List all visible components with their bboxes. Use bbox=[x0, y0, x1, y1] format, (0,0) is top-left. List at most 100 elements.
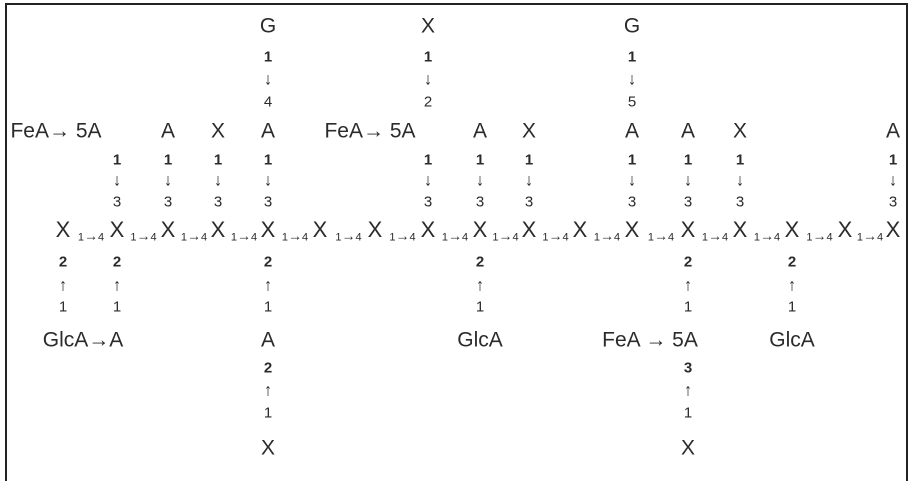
backbone-linkage: 1→4 bbox=[753, 227, 781, 244]
top-substituent-sugar: X bbox=[732, 119, 748, 143]
linkage-number: 2 bbox=[58, 253, 68, 271]
linkage-number: 3 bbox=[683, 359, 693, 377]
linkage-number: 3 bbox=[423, 193, 433, 211]
backbone-residue: X bbox=[680, 217, 696, 242]
backbone-residue: X bbox=[160, 217, 176, 242]
top-substituent-sugar: A bbox=[885, 119, 901, 143]
bottom-substituent-sugar: GlcA bbox=[457, 328, 503, 352]
backbone-residue: X bbox=[420, 217, 436, 242]
linkage-number: 3 bbox=[213, 193, 223, 211]
backbone-linkage: 1→4 bbox=[180, 227, 208, 244]
linkage-number: 3 bbox=[112, 193, 122, 211]
backbone-residue: X bbox=[312, 217, 328, 242]
linkage-number: 3 bbox=[627, 193, 637, 211]
top-substituent-sugar: X bbox=[521, 119, 537, 143]
linkage-number: 1 bbox=[263, 151, 273, 169]
linkage-number: 2 bbox=[423, 93, 433, 111]
linkage-number: 1 bbox=[263, 404, 273, 422]
linkage-number: 1 bbox=[263, 298, 273, 316]
bottom-substituent-sugar: FeA → 5A bbox=[602, 328, 698, 352]
linkage-number: 2 bbox=[475, 253, 485, 271]
linkage-number: 3 bbox=[163, 193, 173, 211]
backbone-linkage: 1→4 bbox=[542, 227, 569, 244]
backbone-residue: X bbox=[521, 217, 537, 242]
linkage-number: 2 bbox=[787, 253, 797, 271]
bottom-substituent-sugar: GlcA→A bbox=[42, 328, 124, 352]
linkage-number: 1 bbox=[163, 151, 173, 169]
linkage-number: 1 bbox=[423, 48, 433, 66]
backbone-residue: X bbox=[784, 217, 800, 242]
backbone-linkage: 1→4 bbox=[441, 227, 469, 244]
backbone-linkage: 1→4 bbox=[230, 227, 258, 244]
linkage-number: 4 bbox=[263, 93, 273, 111]
backbone-linkage: 1→4 bbox=[806, 227, 833, 244]
linkage-number: 3 bbox=[475, 193, 485, 211]
top-substituent-sugar: A bbox=[260, 119, 276, 143]
backbone-linkage: 1→4 bbox=[281, 227, 309, 244]
backbone-linkage: 1→4 bbox=[856, 227, 884, 244]
backbone-linkage: 1→4 bbox=[647, 227, 675, 244]
bond-arrow-down: ↓ bbox=[423, 170, 433, 190]
linkage-number: 1 bbox=[423, 151, 433, 169]
backbone-residue: X bbox=[837, 217, 853, 242]
linkage-number: 1 bbox=[475, 151, 485, 169]
bond-arrow-up: ↑ bbox=[475, 275, 485, 295]
top-substituent-sugar: A bbox=[472, 119, 488, 143]
linkage-number: 1 bbox=[475, 298, 485, 316]
diagram-frame bbox=[5, 3, 908, 481]
linkage-number: 1 bbox=[683, 298, 693, 316]
linkage-number: 2 bbox=[263, 253, 273, 271]
linkage-number: 1 bbox=[58, 298, 68, 316]
bond-arrow-down: ↓ bbox=[112, 170, 122, 190]
bottom-substituent-sugar: GlcA bbox=[769, 328, 815, 352]
backbone-linkage: 1→4 bbox=[492, 227, 519, 244]
linkage-number: 1 bbox=[735, 151, 745, 169]
linkage-number: 1 bbox=[627, 48, 637, 66]
bond-arrow-up: ↑ bbox=[787, 275, 797, 295]
backbone-linkage: 1→4 bbox=[593, 227, 621, 244]
linkage-number: 1 bbox=[888, 151, 898, 169]
backbone-linkage: 1→4 bbox=[701, 227, 729, 244]
backbone-linkage: 1→4 bbox=[130, 227, 157, 244]
top-substituent-sugar: X bbox=[210, 119, 226, 143]
linkage-number: 1 bbox=[213, 151, 223, 169]
backbone-residue: X bbox=[260, 217, 276, 242]
bond-arrow-up: ↑ bbox=[683, 275, 693, 295]
bond-arrow-up: ↑ bbox=[683, 380, 693, 400]
backbone-residue: X bbox=[572, 217, 588, 242]
bond-arrow-down: ↓ bbox=[524, 170, 534, 190]
backbone-linkage: 1→4 bbox=[389, 227, 416, 244]
linkage-number: 2 bbox=[683, 253, 693, 271]
linkage-number: 3 bbox=[888, 193, 898, 211]
bond-arrow-up: ↑ bbox=[263, 380, 273, 400]
top-substituent-sugar: A bbox=[680, 119, 696, 143]
linkage-number: 5 bbox=[627, 93, 637, 111]
bond-arrow-down: ↓ bbox=[888, 170, 898, 190]
linkage-number: 3 bbox=[524, 193, 534, 211]
bond-arrow-down: ↓ bbox=[735, 170, 745, 190]
backbone-residue: X bbox=[367, 217, 383, 242]
bond-arrow-down: ↓ bbox=[263, 170, 273, 190]
bond-arrow-down: ↓ bbox=[163, 170, 173, 190]
linkage-number: 3 bbox=[735, 193, 745, 211]
backbone-residue: X bbox=[109, 217, 125, 242]
bottom-extension-sugar: X bbox=[680, 436, 696, 460]
linkage-number: 2 bbox=[112, 253, 122, 271]
linkage-number: 1 bbox=[112, 298, 122, 316]
linkage-number: 1 bbox=[627, 151, 637, 169]
bottom-substituent-sugar: A bbox=[260, 328, 276, 352]
backbone-linkage: 1→4 bbox=[77, 227, 105, 244]
top-extension-sugar: X bbox=[420, 14, 436, 38]
bond-arrow-up: ↑ bbox=[58, 275, 68, 295]
top-substituent-sugar: A bbox=[624, 119, 640, 143]
linkage-number: 1 bbox=[683, 151, 693, 169]
top-extension-sugar: G bbox=[259, 14, 277, 38]
backbone-residue: X bbox=[624, 217, 640, 242]
linkage-number: 3 bbox=[263, 193, 273, 211]
top-substituent-sugar: FeA→ 5A bbox=[10, 119, 102, 143]
linkage-number: 1 bbox=[524, 151, 534, 169]
bond-arrow-down: ↓ bbox=[213, 170, 223, 190]
backbone-linkage: 1→4 bbox=[335, 227, 362, 244]
linkage-number: 1 bbox=[787, 298, 797, 316]
bond-arrow-down: ↓ bbox=[627, 69, 637, 89]
